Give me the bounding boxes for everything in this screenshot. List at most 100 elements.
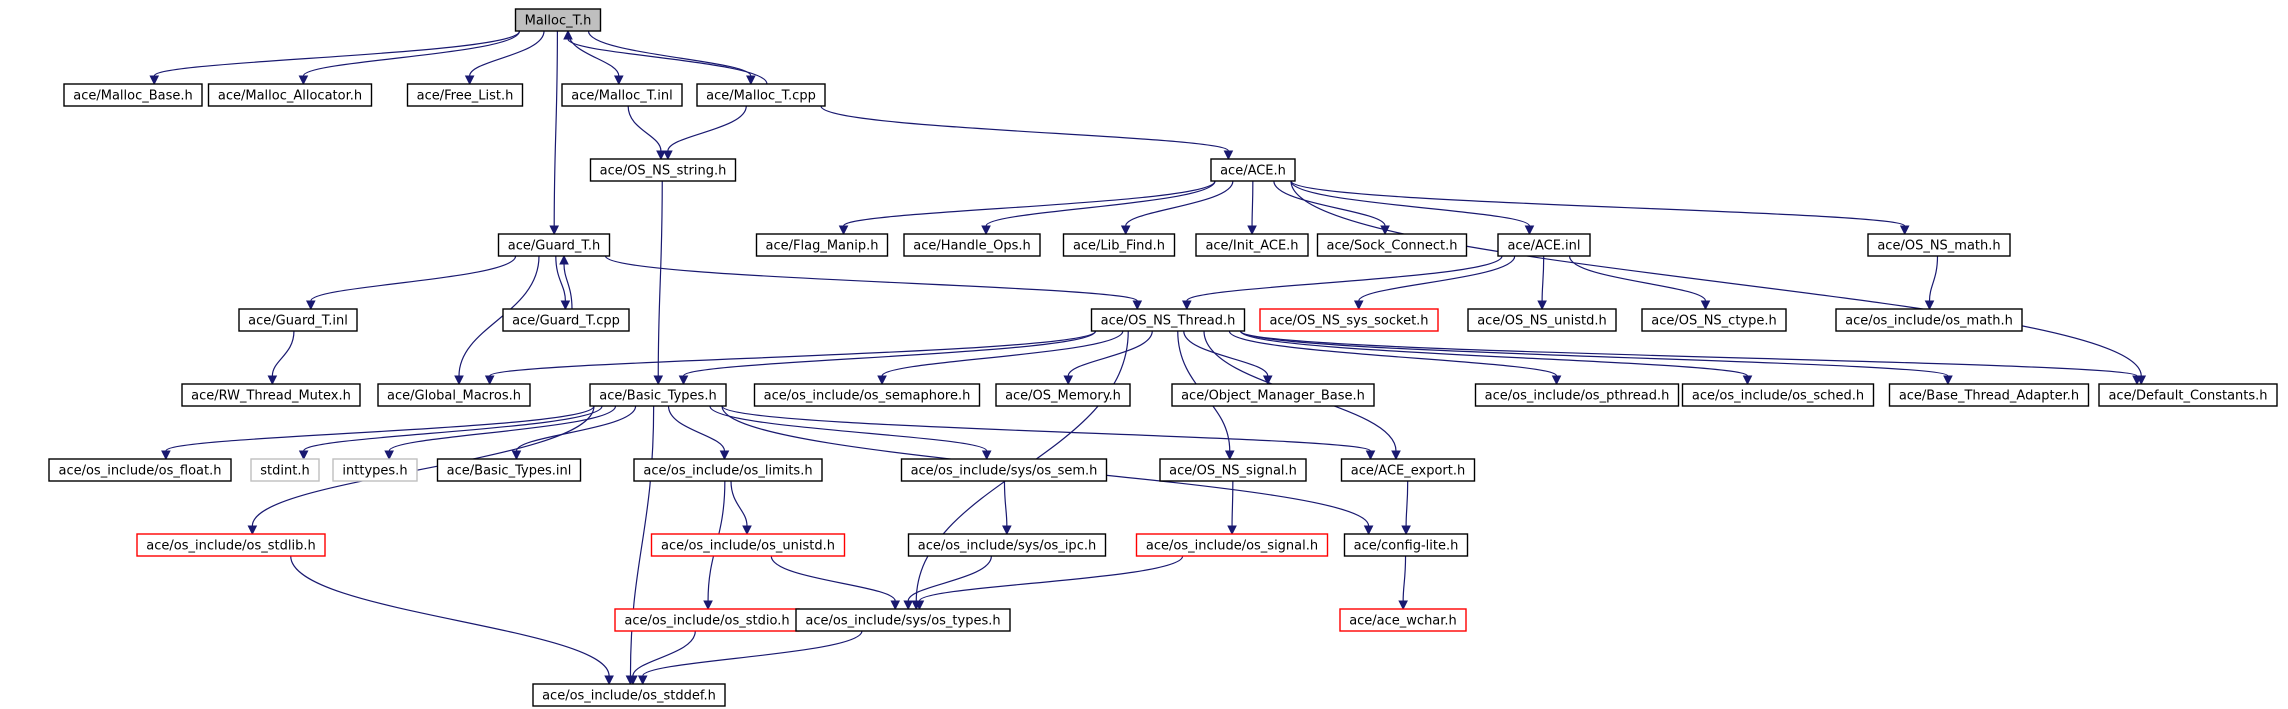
node-os-ns-thread[interactable]: ace/OS_NS_Thread.h <box>1090 308 1246 332</box>
node-label: ace/os_include/sys/os_ipc.h <box>918 539 1096 554</box>
edge-arrowhead-27 <box>454 375 464 386</box>
node-box <box>1835 308 2023 332</box>
node-label: ace/os_include/os_stddef.h <box>542 689 716 704</box>
node-flag-manip[interactable]: ace/Flag_Manip.h <box>755 233 889 257</box>
node-label: ace/Basic_Types.h <box>599 389 716 404</box>
node-os-stddef[interactable]: ace/os_include/os_stddef.h <box>532 683 726 707</box>
edge-arrowhead-30 <box>484 375 495 386</box>
node-os-float[interactable]: ace/os_include/os_float.h <box>48 458 232 482</box>
node-guard-t-inl[interactable]: ace/Guard_T.inl <box>238 308 358 332</box>
node-box <box>207 83 373 107</box>
node-box <box>650 533 846 557</box>
node-free-list[interactable]: ace/Free_List.h <box>406 83 524 107</box>
node-label: ace/OS_NS_ctype.h <box>1651 314 1777 329</box>
node-malloc-allocator[interactable]: ace/Malloc_Allocator.h <box>207 83 373 107</box>
edge-arrowhead-36 <box>1742 375 1753 386</box>
node-ace-wchar[interactable]: ace/ace_wchar.h <box>1339 608 1467 632</box>
node-label: ace/ACE_export.h <box>1351 464 1465 479</box>
node-default-constants[interactable]: ace/Default_Constants.h <box>2098 383 2278 407</box>
node-box <box>1339 608 1467 632</box>
node-os-signal[interactable]: ace/os_include/os_signal.h <box>1135 533 1329 557</box>
edge-arrowhead-59 <box>903 600 914 611</box>
node-os-ns-math[interactable]: ace/OS_NS_math.h <box>1867 233 2011 257</box>
node-os-memory[interactable]: ace/OS_Memory.h <box>995 383 1131 407</box>
node-sys-os-types[interactable]: ace/os_include/sys/os_types.h <box>795 608 1011 632</box>
node-os-stdlib[interactable]: ace/os_include/os_stdlib.h <box>136 533 326 557</box>
node-label: ace/ace_wchar.h <box>1349 614 1457 629</box>
edge-arrowhead-5 <box>549 225 560 236</box>
node-handle-ops[interactable]: ace/Handle_Ops.h <box>903 233 1041 257</box>
node-malloc-t-h[interactable]: Malloc_T.h <box>514 8 602 32</box>
node-lib-find[interactable]: ace/Lib_Find.h <box>1062 233 1176 257</box>
node-guard-t-cpp[interactable]: ace/Guard_T.cpp <box>502 308 630 332</box>
node-malloc-base[interactable]: ace/Malloc_Base.h <box>63 83 203 107</box>
node-base-thread-adapter[interactable]: ace/Base_Thread_Adapter.h <box>1888 383 2090 407</box>
node-basic-types-inl[interactable]: ace/Basic_Types.inl <box>436 458 582 482</box>
node-object-manager-base[interactable]: ace/Object_Manager_Base.h <box>1171 383 1375 407</box>
edge-11 <box>842 180 1216 227</box>
edge-arrowhead-26 <box>559 254 569 265</box>
node-label: ace/Guard_T.cpp <box>512 314 620 329</box>
edge-55 <box>1231 480 1234 527</box>
node-os-ns-string[interactable]: ace/OS_NS_string.h <box>589 158 737 182</box>
node-sys-os-ipc[interactable]: ace/os_include/sys/os_ipc.h <box>907 533 1107 557</box>
node-ace-inl[interactable]: ace/ACE.inl <box>1497 233 1591 257</box>
edge-17 <box>1290 180 1906 227</box>
node-box <box>633 458 823 482</box>
edge-arrowhead-47 <box>981 450 992 461</box>
edge-arrowhead-45 <box>511 450 522 461</box>
edge-arrowhead-38 <box>2132 375 2142 386</box>
edge-arrowhead-3 <box>613 75 624 86</box>
node-inttypes[interactable]: inttypes.h <box>332 458 418 482</box>
node-config-lite[interactable]: ace/config-lite.h <box>1343 533 1469 557</box>
node-os-sched[interactable]: ace/os_include/os_sched.h <box>1681 383 1875 407</box>
node-os-ns-sys-socket[interactable]: ace/OS_NS_sys_socket.h <box>1259 308 1439 332</box>
node-malloc-t-inl[interactable]: ace/Malloc_T.inl <box>561 83 683 107</box>
node-malloc-t-cpp[interactable]: ace/Malloc_T.cpp <box>696 83 826 107</box>
node-os-stdio[interactable]: ace/os_include/os_stdio.h <box>614 608 800 632</box>
node-os-math[interactable]: ace/os_include/os_math.h <box>1835 308 2023 332</box>
edge-6 <box>567 38 768 85</box>
node-label: ace/os_include/sys/os_types.h <box>805 614 1000 629</box>
edge-15 <box>1273 180 1386 227</box>
node-label: ace/OS_Memory.h <box>1005 389 1121 404</box>
edge-44 <box>388 405 617 452</box>
node-os-semaphore[interactable]: ace/os_include/os_semaphore.h <box>753 383 981 407</box>
node-box <box>1135 533 1329 557</box>
edge-arrowhead-32 <box>877 375 887 386</box>
edge-28 <box>604 255 1138 302</box>
node-label: ace/Base_Thread_Adapter.h <box>1899 389 2079 404</box>
node-basic-types-h[interactable]: ace/Basic_Types.h <box>589 383 727 407</box>
edge-arrowhead-10 <box>653 375 664 386</box>
node-box <box>1681 383 1875 407</box>
node-label: ace/os_include/os_stdio.h <box>624 614 789 629</box>
node-ace-h[interactable]: ace/ACE.h <box>1210 158 1296 182</box>
node-os-limits[interactable]: ace/os_include/os_limits.h <box>633 458 823 482</box>
edge-arrowhead-17 <box>1899 225 1910 236</box>
node-guard-t-h[interactable]: ace/Guard_T.h <box>497 233 611 257</box>
node-os-ns-ctype[interactable]: ace/OS_NS_ctype.h <box>1641 308 1787 332</box>
node-os-unistd[interactable]: ace/os_include/os_unistd.h <box>650 533 846 557</box>
node-label: ace/Guard_T.h <box>508 239 600 254</box>
edge-arrowhead-11 <box>838 225 849 236</box>
node-global-macros[interactable]: ace/Global_Macros.h <box>377 383 531 407</box>
node-os-ns-unistd[interactable]: ace/OS_NS_unistd.h <box>1467 308 1617 332</box>
node-label: ace/OS_NS_unistd.h <box>1477 314 1607 329</box>
node-rw-thread-mutex[interactable]: ace/RW_Thread_Mutex.h <box>181 383 361 407</box>
node-os-ns-signal[interactable]: ace/OS_NS_signal.h <box>1159 458 1307 482</box>
node-box <box>1316 233 1468 257</box>
node-box <box>907 533 1107 557</box>
node-box <box>1641 308 1787 332</box>
edge-32 <box>881 330 1124 377</box>
edge-arrowhead-9 <box>1223 150 1234 161</box>
edge-58 <box>770 555 896 602</box>
node-sock-connect[interactable]: ace/Sock_Connect.h <box>1316 233 1468 257</box>
edge-arrowhead-6 <box>563 29 573 40</box>
node-os-pthread[interactable]: ace/os_include/os_pthread.h <box>1474 383 1680 407</box>
node-label: ace/Flag_Manip.h <box>766 239 879 254</box>
node-sys-os-sem[interactable]: ace/os_include/sys/os_sem.h <box>900 458 1108 482</box>
node-init-ace[interactable]: ace/Init_ACE.h <box>1195 233 1309 257</box>
node-stdint[interactable]: stdint.h <box>250 458 320 482</box>
node-ace-export[interactable]: ace/ACE_export.h <box>1340 458 1476 482</box>
